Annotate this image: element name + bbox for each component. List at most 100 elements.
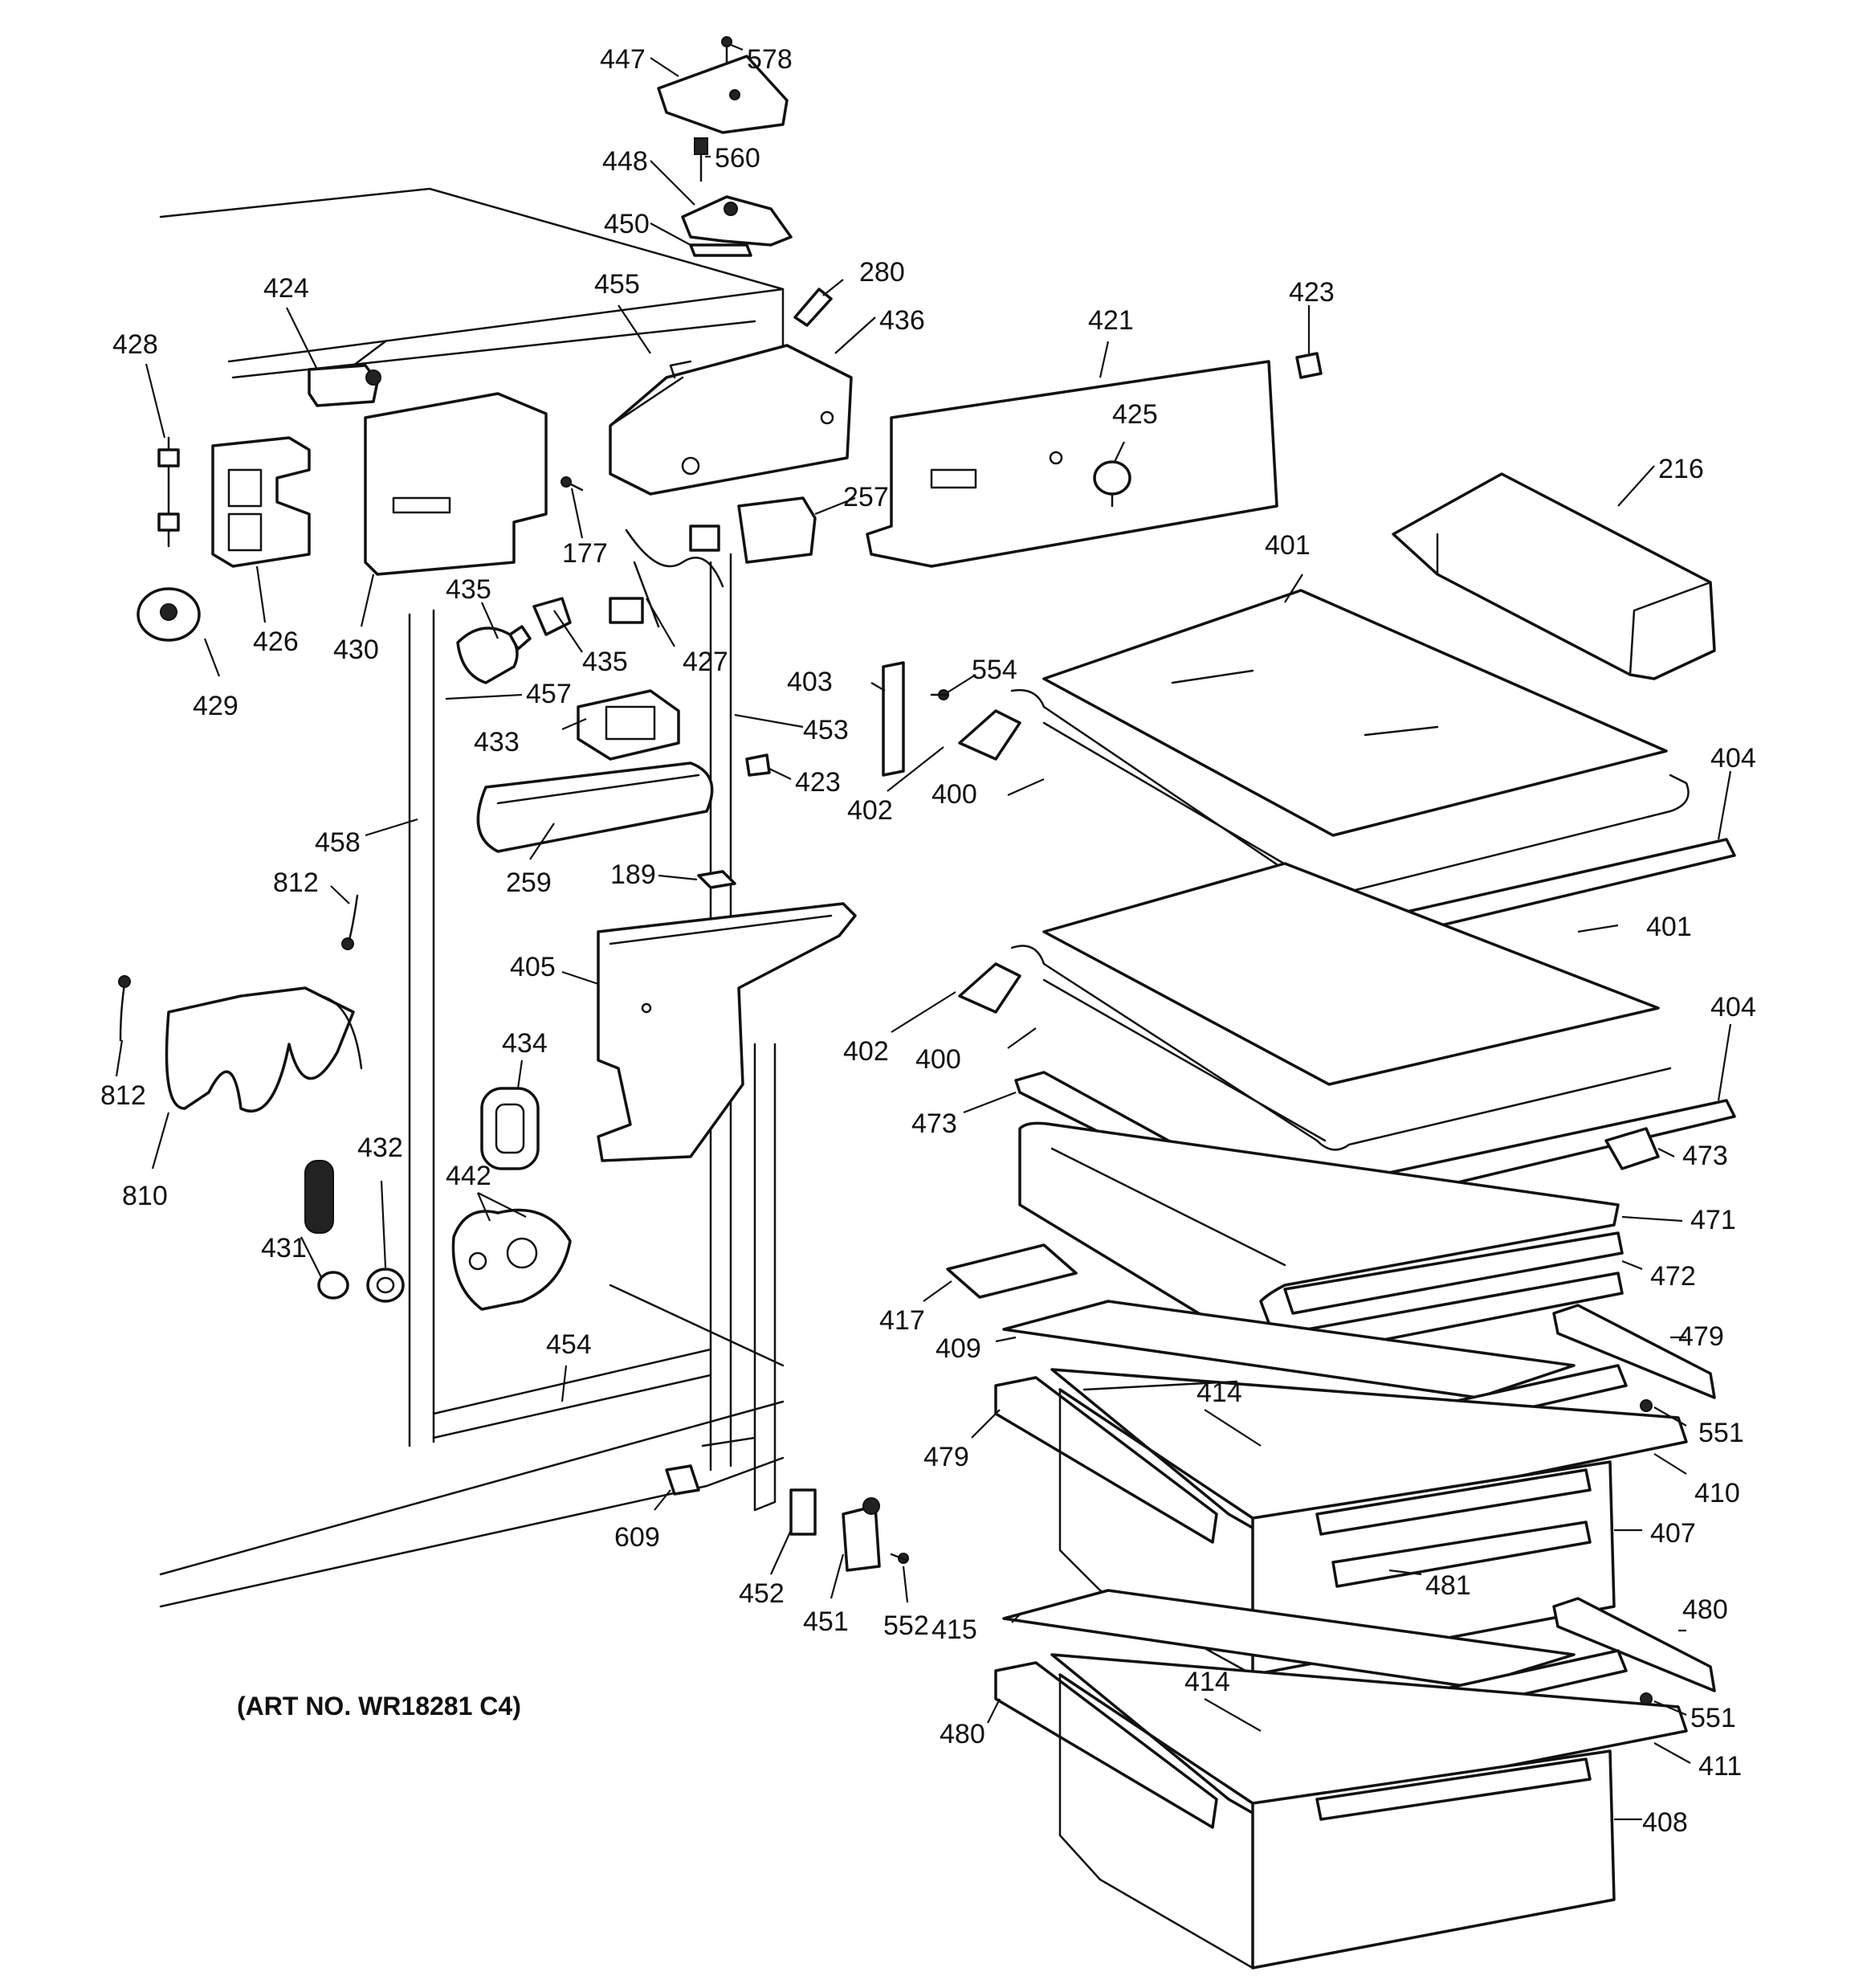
control-housing-430	[364, 392, 548, 576]
label-405: 405	[510, 952, 556, 982]
label-479b: 479	[923, 1442, 969, 1472]
label-812a: 812	[273, 867, 319, 898]
label-454: 454	[546, 1329, 592, 1360]
label-408: 408	[1642, 1807, 1688, 1838]
thermostat-424	[308, 340, 387, 407]
label-428: 428	[112, 329, 158, 360]
gasket-434	[480, 1087, 540, 1170]
label-402b: 402	[843, 1036, 889, 1067]
screw-552	[890, 1553, 909, 1564]
label-425: 425	[1112, 399, 1158, 430]
label-414b: 414	[1184, 1667, 1230, 1697]
thermistor-428	[157, 436, 180, 548]
drawer-rail-479-right	[1552, 1304, 1716, 1399]
label-426: 426	[253, 627, 299, 657]
label-429: 429	[193, 691, 238, 721]
label-414a: 414	[1196, 1378, 1242, 1408]
glass-415	[1002, 1589, 1576, 1688]
switch-609	[665, 1464, 700, 1496]
leader-lines	[115, 43, 1732, 1821]
label-578: 578	[747, 44, 793, 75]
light-bulb-435	[456, 625, 532, 684]
label-447: 447	[600, 44, 646, 75]
drawer-rail-480-left	[994, 1661, 1218, 1829]
art-number: (ART NO. WR18281 C4)	[237, 1692, 521, 1721]
clip-189	[697, 870, 736, 889]
label-812b: 812	[100, 1080, 146, 1111]
shelf-frame-400-lower	[1010, 945, 1672, 1151]
top-hinge-cover-447	[657, 55, 789, 134]
label-415: 415	[932, 1614, 977, 1645]
label-432: 432	[357, 1133, 403, 1163]
defrost-heater-810	[165, 986, 363, 1113]
label-410: 410	[1694, 1478, 1740, 1508]
label-554: 554	[972, 655, 1017, 685]
label-452: 452	[739, 1578, 785, 1609]
bracket-452	[789, 1488, 817, 1536]
slide-473-right	[1604, 1127, 1660, 1170]
drawer-rail-479-left	[994, 1376, 1218, 1544]
plug-280	[793, 288, 833, 327]
crisper-pan-471	[1018, 1121, 1620, 1367]
drain-tube-812-left	[118, 975, 131, 1042]
air-duct-cover-259	[476, 761, 714, 853]
label-481: 481	[1425, 1570, 1471, 1601]
fan-motor-442	[451, 1208, 572, 1311]
light-socket-423-lower	[745, 753, 771, 777]
label-401a: 401	[1265, 530, 1311, 561]
label-411: 411	[1698, 1751, 1742, 1782]
label-442: 442	[446, 1161, 491, 1191]
label-401b: 401	[1646, 912, 1692, 942]
label-450: 450	[604, 209, 650, 239]
label-421: 421	[1088, 305, 1134, 336]
door-bin-216	[1392, 472, 1716, 680]
label-257: 257	[843, 482, 889, 512]
control-panel-421	[866, 360, 1278, 568]
label-189: 189	[610, 859, 656, 890]
grommet-431	[304, 1160, 349, 1300]
label-400b: 400	[915, 1044, 961, 1075]
label-448: 448	[602, 146, 648, 177]
hinge-bolt-560	[694, 137, 708, 182]
label-407: 407	[1650, 1518, 1696, 1549]
label-423a: 423	[1289, 277, 1335, 308]
knob-425	[1093, 460, 1131, 508]
slide-417	[946, 1243, 1078, 1299]
hinge-451	[842, 1497, 881, 1572]
label-259: 259	[506, 867, 552, 898]
label-473b: 473	[1682, 1141, 1728, 1171]
shelf-rail-403	[882, 661, 905, 777]
fan-433	[577, 689, 680, 761]
hinge-shim-450	[689, 243, 752, 257]
glass-409	[1002, 1300, 1576, 1399]
label-453: 453	[803, 715, 849, 745]
screw-554	[930, 689, 949, 700]
label-404b: 404	[1710, 992, 1756, 1023]
callout-labels: 578 447 560 448 450 280 455 436 424 428 …	[100, 44, 1756, 1838]
label-403: 403	[787, 667, 833, 697]
label-810: 810	[122, 1181, 168, 1211]
label-433: 433	[474, 727, 520, 757]
label-435b: 435	[582, 647, 628, 677]
drain-tube-812-right	[341, 894, 359, 950]
evaporator-cover-436	[609, 344, 853, 496]
label-551a: 551	[1698, 1418, 1744, 1448]
label-480b: 480	[940, 1719, 985, 1749]
label-479a: 479	[1678, 1321, 1724, 1352]
wiring-harness-427	[609, 525, 724, 628]
label-430: 430	[333, 635, 379, 665]
label-423b: 423	[795, 767, 841, 798]
label-435a: 435	[446, 574, 491, 605]
label-473a: 473	[911, 1108, 957, 1139]
label-552: 552	[883, 1610, 929, 1641]
glass-shelf-401-upper	[1042, 589, 1668, 837]
damper-motor-429	[137, 587, 201, 642]
label-409: 409	[936, 1333, 981, 1364]
label-609: 609	[614, 1522, 660, 1553]
capacitor-257	[737, 496, 817, 564]
label-177: 177	[562, 538, 608, 569]
label-471: 471	[1690, 1205, 1736, 1235]
top-hinge-448	[681, 195, 793, 247]
